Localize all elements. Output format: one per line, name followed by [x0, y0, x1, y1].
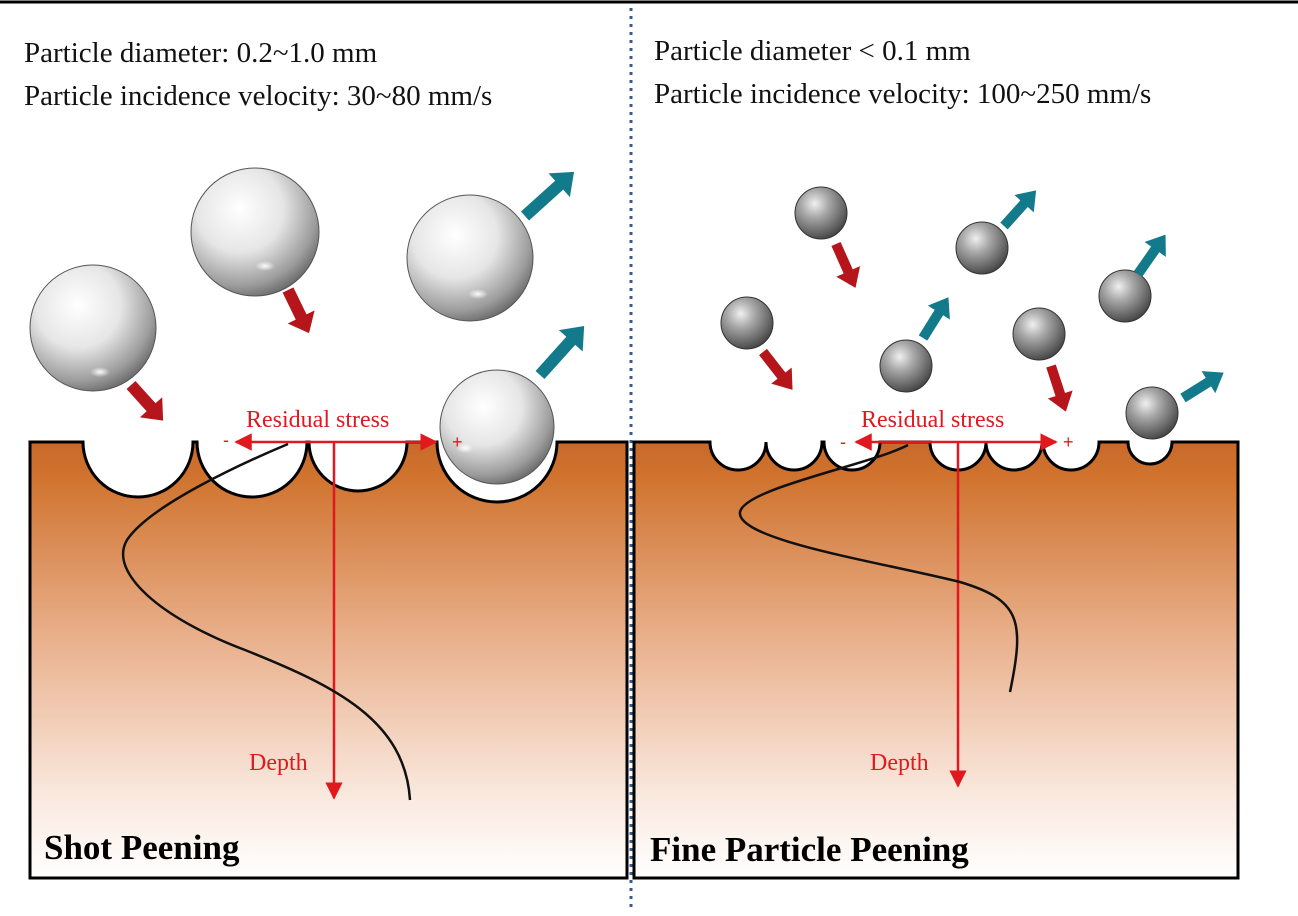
left-stress-profile-curve	[121, 442, 412, 801]
right-rebound-arrows	[918, 190, 1224, 403]
small-particle	[1098, 269, 1152, 323]
left-material-block	[28, 440, 629, 880]
left-velocity-text: Particle incidence velocity: 30~80 mm/s	[24, 80, 492, 112]
right-material-block	[632, 440, 1240, 880]
right-depth-label: Depth	[870, 750, 929, 776]
incoming-arrow	[1046, 364, 1073, 412]
left-rebound-arrows	[520, 171, 585, 380]
large-particle	[190, 167, 320, 297]
large-particle	[29, 264, 157, 392]
right-minus-sign: -	[840, 432, 846, 452]
left-residual-stress-label: Residual stress	[246, 407, 389, 433]
incoming-arrow	[126, 380, 164, 421]
rebound-arrow	[520, 171, 575, 221]
small-particle	[720, 296, 774, 350]
right-particles	[720, 186, 1179, 440]
left-incoming-arrows	[126, 287, 315, 421]
left-plus-sign: +	[452, 432, 463, 452]
right-incoming-arrows	[759, 241, 1073, 412]
incoming-arrow	[282, 287, 315, 334]
right-stress-diagram: Residual stress - + Depth	[738, 407, 1074, 788]
left-particles	[29, 167, 555, 485]
small-particle	[955, 221, 1009, 275]
small-particle	[794, 186, 848, 240]
left-stress-diagram: Residual stress - + Depth	[121, 407, 463, 801]
right-residual-stress-label: Residual stress	[861, 407, 1004, 433]
rebound-arrow	[1133, 234, 1166, 277]
rebound-arrow	[918, 297, 950, 341]
small-particle	[1012, 307, 1066, 361]
large-particle	[406, 194, 534, 322]
rebound-arrow	[1000, 190, 1037, 230]
right-plus-sign: +	[1063, 432, 1074, 452]
right-panel-title: Fine Particle Peening	[650, 830, 969, 869]
left-panel-title: Shot Peening	[44, 828, 240, 867]
incoming-arrow	[759, 348, 793, 390]
right-stress-profile-curve	[738, 443, 1019, 693]
right-diameter-text: Particle diameter < 0.1 mm	[654, 35, 971, 67]
rebound-arrow	[1180, 371, 1224, 403]
rebound-arrow	[535, 325, 585, 380]
left-minus-sign: -	[223, 430, 229, 450]
large-particle	[439, 369, 555, 485]
left-depth-label: Depth	[249, 750, 308, 776]
left-diameter-text: Particle diameter: 0.2~1.0 mm	[24, 37, 378, 69]
right-velocity-text: Particle incidence velocity: 100~250 mm/…	[654, 78, 1151, 110]
incoming-arrow	[831, 241, 861, 288]
small-particle	[1125, 386, 1179, 440]
small-particle	[879, 339, 933, 393]
